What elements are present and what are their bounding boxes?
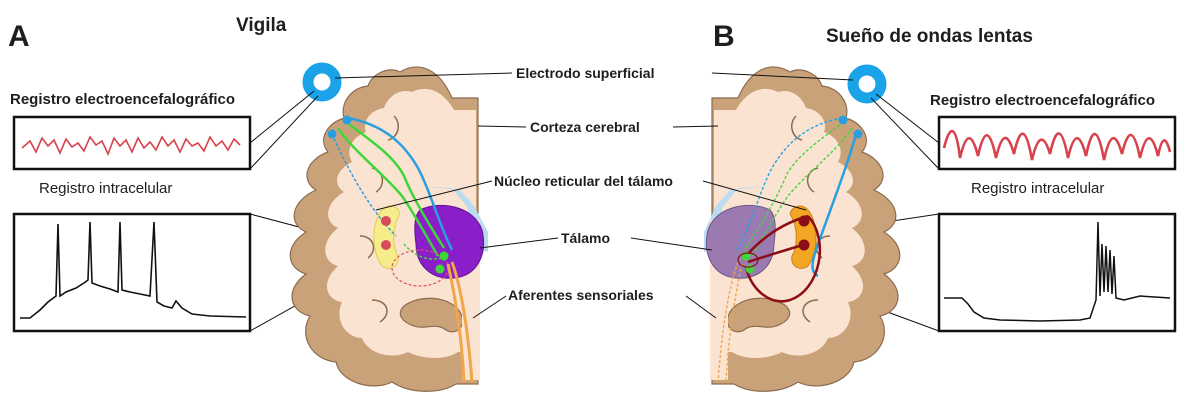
panel-b-letter: B — [713, 20, 735, 53]
brain-section-a — [290, 67, 488, 391]
brain-section-b — [704, 67, 900, 391]
label-afferents: Aferentes sensoriales — [508, 287, 654, 303]
panel-b-intra-box — [939, 214, 1175, 331]
panel-a-intra-box — [14, 214, 250, 331]
panel-b-eeg-label: Registro electroencefalográfico — [930, 92, 1155, 109]
panel-a-eeg-label: Registro electroencefalográfico — [10, 91, 235, 108]
panel-b-title: Sueño de ondas lentas — [826, 26, 1033, 47]
panel-a-intra-label: Registro intracelular — [39, 180, 172, 197]
label-reticular: Núcleo reticular del tálamo — [494, 173, 673, 189]
electrode-icon-a — [308, 68, 336, 96]
label-electrode: Electrodo superficial — [516, 65, 654, 81]
panel-b-intra-label: Registro intracelular — [971, 180, 1104, 197]
panel-a-title: Vigila — [236, 15, 287, 36]
label-thalamus: Tálamo — [561, 230, 610, 246]
panel-a-letter: A — [8, 20, 30, 53]
electrode-icon-b — [853, 70, 881, 98]
label-cortex: Corteza cerebral — [530, 119, 640, 135]
